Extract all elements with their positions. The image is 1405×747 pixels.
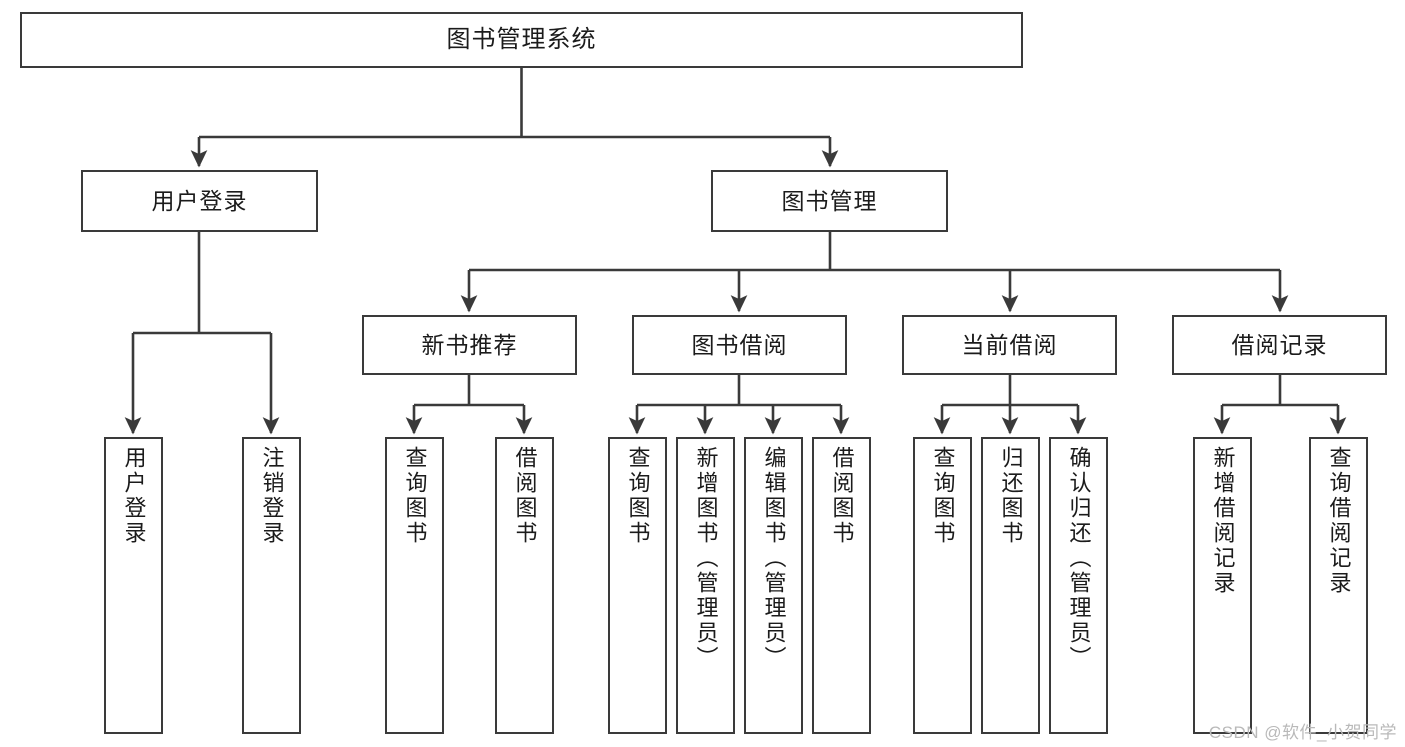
node-label: 借阅图书 [829,446,855,546]
node-label: 图书管理 [781,187,878,214]
node-label: 查询借阅记录 [1326,446,1352,596]
node-label: 借阅记录 [1231,331,1328,358]
leaf-confirm-return-admin[interactable]: 确认归还（管理员） [1049,437,1108,734]
leaf-add-borrow-record[interactable]: 新增借阅记录 [1193,437,1252,734]
node-label: 归还图书 [998,446,1024,546]
node-label: 图书借阅 [691,331,788,358]
leaf-user-login[interactable]: 用户登录 [104,437,163,734]
leaf-logout-login[interactable]: 注销登录 [242,437,301,734]
node-label: 用户登录 [121,446,147,546]
node-label: 新书推荐 [421,331,518,358]
node-label: 用户登录 [151,187,248,214]
node-label: 查询图书 [402,446,428,546]
leaf-query-book-current[interactable]: 查询图书 [913,437,972,734]
node-label: 查询图书 [625,446,651,546]
csdn-watermark: CSDN @软件_小贺同学 [1208,723,1397,742]
node-user-login[interactable]: 用户登录 [81,170,318,232]
node-current-borrow[interactable]: 当前借阅 [902,315,1117,375]
node-label: 当前借阅 [961,331,1058,358]
leaf-query-book-recommend[interactable]: 查询图书 [385,437,444,734]
leaf-edit-book-admin[interactable]: 编辑图书（管理员） [744,437,803,734]
leaf-query-book-borrow[interactable]: 查询图书 [608,437,667,734]
node-book-borrow[interactable]: 图书借阅 [632,315,847,375]
node-book-management[interactable]: 图书管理 [711,170,948,232]
node-label: 查询图书 [930,446,956,546]
node-root-book-management-system[interactable]: 图书管理系统 [20,12,1023,68]
leaf-query-borrow-record[interactable]: 查询借阅记录 [1309,437,1368,734]
node-label: 注销登录 [259,446,285,546]
node-label: 新增借阅记录 [1210,446,1236,596]
node-borrow-record[interactable]: 借阅记录 [1172,315,1387,375]
leaf-add-book-admin[interactable]: 新增图书（管理员） [676,437,735,734]
leaf-borrow-book-borrow[interactable]: 借阅图书 [812,437,871,734]
node-label: 借阅图书 [512,446,538,546]
node-label: 确认归还（管理员） [1066,446,1092,671]
node-label: 编辑图书（管理员） [761,446,787,671]
node-new-book-recommend[interactable]: 新书推荐 [362,315,577,375]
node-label: 图书管理系统 [446,26,597,54]
node-label: 新增图书（管理员） [693,446,719,671]
leaf-return-book[interactable]: 归还图书 [981,437,1040,734]
leaf-borrow-book-recommend[interactable]: 借阅图书 [495,437,554,734]
